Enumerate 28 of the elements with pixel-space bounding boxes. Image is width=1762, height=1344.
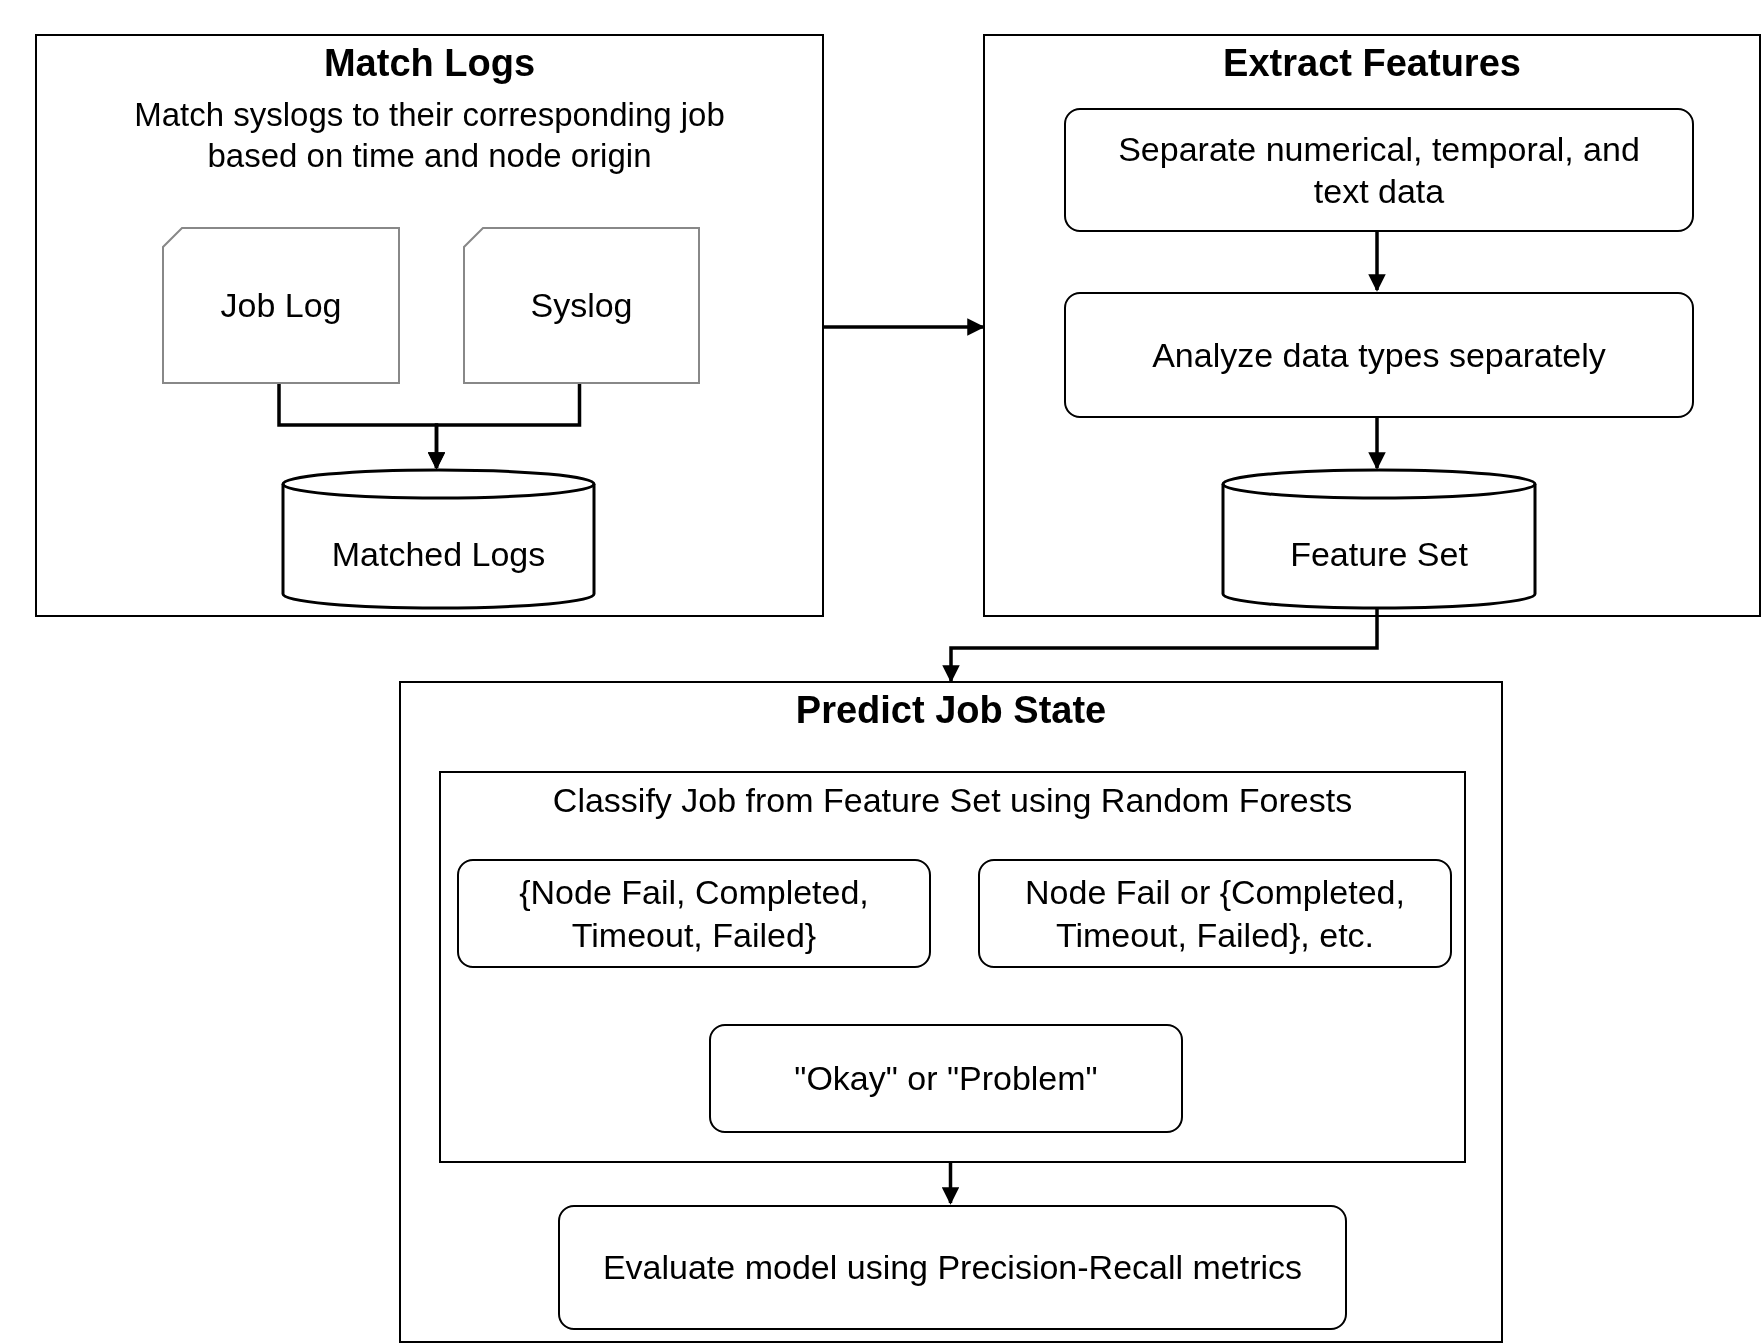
group-box [399,681,1503,1343]
group-box [983,34,1761,617]
description-text: Match syslogs to their corresponding job based on time and node origin [133,94,726,176]
arrow [824,318,985,336]
arrow [942,608,1379,683]
node-label: Job Log [220,285,342,327]
group-box [35,34,824,617]
process-box [558,1205,1347,1330]
node-label: "Okay" or "Problem" [793,1058,1099,1100]
node-label: Node Fail or {Completed, Timeout, Failed}, etc. [1024,872,1406,956]
node-label: Separate numerical, temporal, and text data [1117,128,1641,212]
group-title: Predict Job State [794,688,1108,733]
group-title: Match Logs [322,41,537,86]
node-label: Analyze data types separately [1151,334,1607,376]
group-title: Extract Features [1222,41,1522,86]
node-label: {Node Fail, Completed, Timeout, Failed} [518,872,870,956]
node-label: Evaluate model using Precision-Recall metrics [601,1247,1304,1289]
node-label: Feature Set [1290,533,1468,575]
node-label: Classify Job from Feature Set using Random Forests [551,780,1354,821]
node-label: Syslog [530,285,633,327]
process-box [978,859,1452,968]
process-box [1064,292,1694,418]
arrow [427,382,582,470]
process-box [1064,108,1694,232]
container-box [439,771,1466,1163]
process-box [457,859,931,968]
node-label: Matched Logs [331,533,546,575]
process-box [709,1024,1183,1133]
